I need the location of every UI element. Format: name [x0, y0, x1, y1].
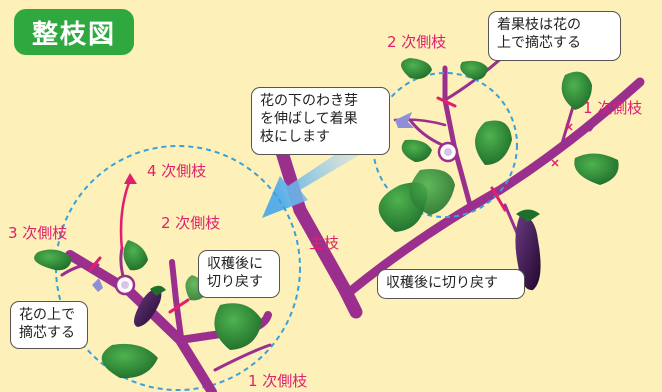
- cut-mark-icon: [168, 298, 190, 314]
- cut-mark-icon: [436, 96, 457, 108]
- leaf-icon: [561, 71, 592, 110]
- leaf-icon: [475, 120, 512, 165]
- leaf-icon: [401, 139, 432, 162]
- leaf-icon: [409, 169, 455, 215]
- right-cut-marks: [436, 96, 507, 212]
- left-leaves: [34, 240, 262, 379]
- callout-cut-back-zoom: 収穫後に 切り戻す: [198, 250, 280, 298]
- callout-pinch-above-flower: 花の上で 摘芯する: [10, 301, 88, 349]
- cut-mark-icon: [490, 186, 507, 212]
- page-title: 整枝図: [14, 9, 134, 55]
- leaf-icon: [101, 343, 158, 379]
- second-lateral-label-top: 2 次側枝: [387, 33, 447, 51]
- callout-extend-bud: 花の下のわき芽 を伸ばして着果 枝にします: [251, 87, 390, 155]
- leaf-icon: [34, 249, 72, 271]
- eggplant-icon: [134, 288, 162, 327]
- main-branch-stem: [265, 113, 363, 319]
- leaf-icon: [214, 303, 262, 350]
- right-x-marks: [551, 123, 573, 167]
- main-branch-label: 主枝: [309, 234, 340, 252]
- cut-mark-icon: [88, 256, 102, 272]
- flower-icon: [395, 112, 414, 128]
- second-lateral-stem-zoom: [169, 259, 185, 348]
- leaf-icon: [574, 153, 619, 185]
- first-lateral-label-right: 1 次側枝: [583, 99, 643, 117]
- first-lateral-stem-zoom: [65, 250, 217, 392]
- callout-fruit-branch-pinch: 着果枝は花の 上で摘芯する: [488, 11, 621, 61]
- flower-icon: [92, 278, 103, 292]
- left-cut-marks: [88, 256, 190, 314]
- leaf-icon: [401, 58, 432, 79]
- second-lateral-stem: [442, 65, 473, 208]
- third-lateral-label: 3 次側枝: [8, 224, 68, 242]
- zoom-circle-left: [55, 145, 301, 391]
- leaf-icon: [123, 240, 148, 271]
- callout-cut-back-right: 収穫後に切り戻す: [377, 269, 525, 299]
- fourth-lateral-label: 4 次側枝: [147, 162, 207, 180]
- second-lateral-label-zoom: 2 次側枝: [161, 214, 221, 232]
- leaf-icon: [460, 60, 488, 80]
- right-leaves: [378, 58, 619, 232]
- first-lateral-label-bottom: 1 次側枝: [248, 372, 308, 390]
- fourth-lateral-stem: [119, 178, 132, 252]
